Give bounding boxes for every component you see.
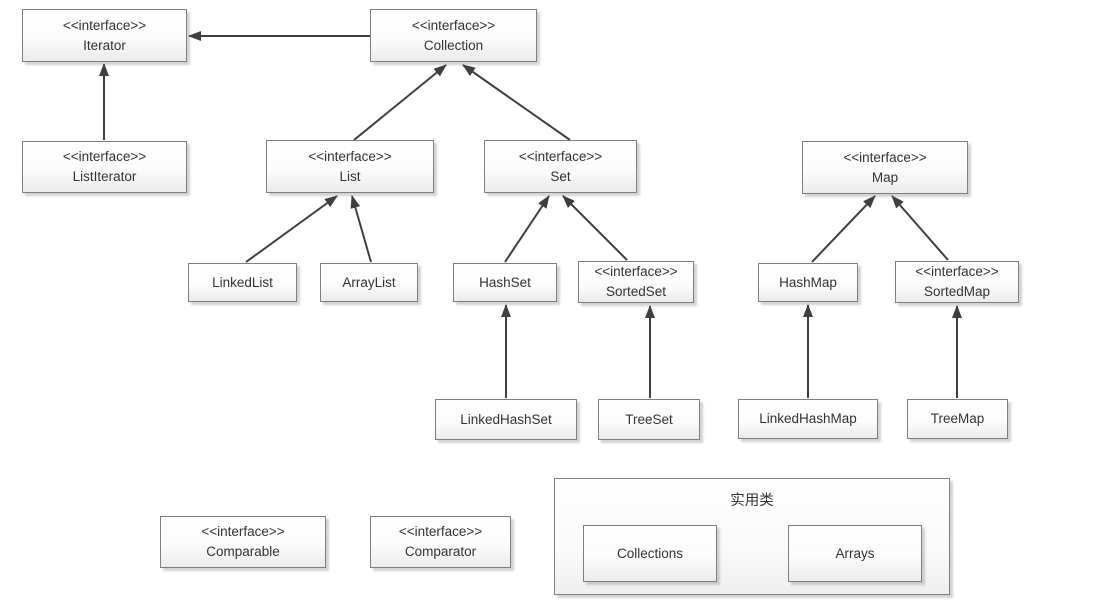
sortedset-stereotype: <<interface>>	[594, 264, 678, 279]
collections-name: Collections	[616, 545, 684, 561]
utility-group-label: 实用类	[730, 493, 774, 509]
comparator-name: Comparator	[404, 544, 477, 559]
edge-hashmap-to-map	[811, 195, 876, 263]
arrays-name: Arrays	[835, 545, 875, 561]
node-iterator: <<interface>> Iterator	[22, 9, 187, 62]
node-comparator: <<interface>> Comparator	[370, 516, 511, 568]
node-arrays: Arrays	[788, 525, 922, 582]
edge-sortedset-to-set	[562, 195, 628, 261]
collection-stereotype: <<interface>>	[411, 17, 496, 33]
edge-arraylist-to-list	[350, 195, 372, 263]
comparable-name: Comparable	[206, 544, 280, 559]
sortedmap-name: SortedMap	[923, 284, 991, 299]
node-hashset: HashSet	[453, 263, 557, 302]
arraylist-name: ArrayList	[342, 274, 396, 290]
node-hashmap: HashMap	[758, 263, 858, 302]
edge-list-to-collection	[353, 64, 447, 141]
linkedhashset-name: LinkedHashSet	[460, 411, 552, 427]
sortedmap-stereotype: <<interface>>	[915, 264, 999, 279]
map-stereotype: <<interface>>	[843, 149, 927, 165]
listiterator-stereotype: <<interface>>	[62, 149, 147, 164]
linkedlist-name: LinkedList	[212, 274, 273, 290]
edge-set-to-collection	[462, 64, 571, 141]
comparator-stereotype: <<interface>>	[398, 524, 483, 539]
node-sortedset: <<interface>> SortedSet	[578, 261, 694, 303]
collection-name: Collection	[423, 37, 484, 53]
hashmap-name: HashMap	[779, 274, 837, 290]
set-name: Set	[550, 168, 571, 184]
sortedset-name: SortedSet	[605, 284, 667, 299]
iterator-name: Iterator	[83, 37, 126, 53]
node-linkedhashset: LinkedHashSet	[435, 399, 577, 440]
iterator-stereotype: <<interface>>	[62, 17, 147, 33]
node-collections: Collections	[583, 525, 717, 582]
hashset-name: HashSet	[479, 274, 531, 290]
linkedhashmap-name: LinkedHashMap	[759, 411, 857, 426]
node-treemap: TreeMap	[907, 399, 1008, 439]
node-arraylist: ArrayList	[320, 263, 418, 302]
node-collection: <<interface>> Collection	[370, 9, 537, 62]
node-treeset: TreeSet	[598, 399, 700, 440]
node-listiterator: <<interface>> ListIterator	[22, 141, 187, 193]
edge-linkedlist-to-list	[245, 195, 338, 263]
node-sortedmap: <<interface>> SortedMap	[895, 261, 1019, 303]
node-linkedlist: LinkedList	[188, 263, 297, 302]
node-comparable: <<interface>> Comparable	[160, 516, 326, 568]
comparable-stereotype: <<interface>>	[201, 524, 285, 539]
set-stereotype: <<interface>>	[518, 148, 603, 164]
node-set: <<interface>> Set	[484, 140, 637, 193]
edge-hashset-to-set	[504, 195, 550, 263]
node-linkedhashmap: LinkedHashMap	[738, 399, 878, 439]
node-map: <<interface>> Map	[802, 141, 968, 194]
map-name: Map	[871, 169, 899, 185]
list-stereotype: <<interface>>	[308, 148, 392, 164]
node-list: <<interface>> List	[266, 140, 434, 193]
list-name: List	[339, 168, 361, 184]
listiterator-name: ListIterator	[72, 169, 137, 184]
edge-sortedmap-to-map	[891, 195, 949, 261]
treemap-name: TreeMap	[930, 411, 985, 426]
treeset-name: TreeSet	[625, 411, 673, 427]
